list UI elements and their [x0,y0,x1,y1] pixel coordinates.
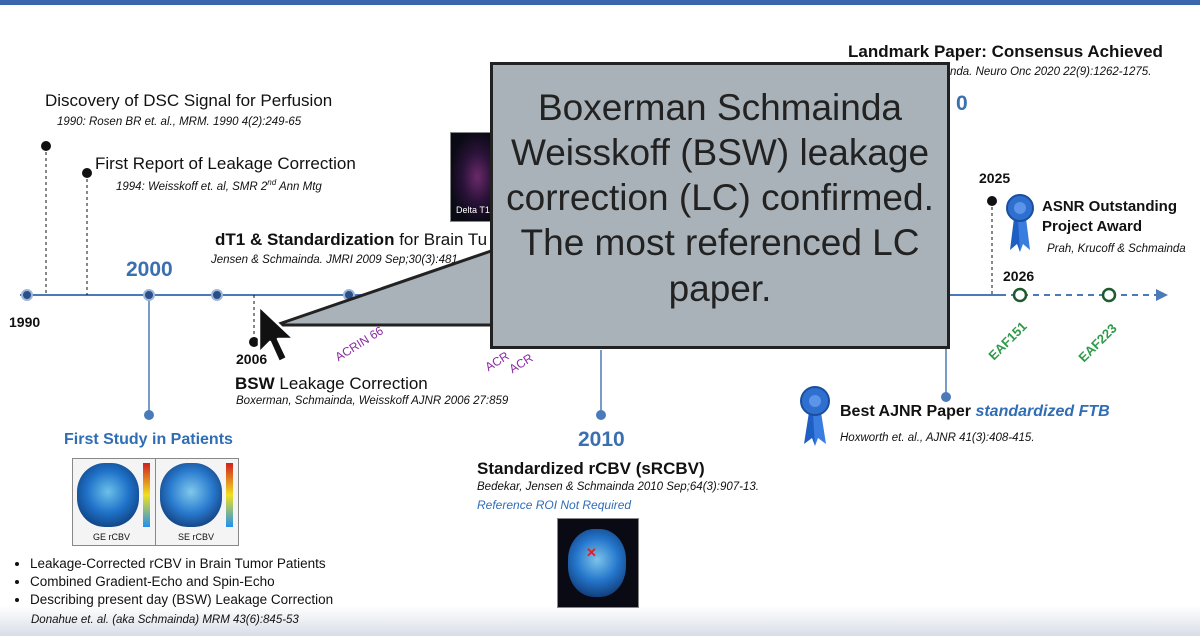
bullet-item: Describing present day (BSW) Leakage Cor… [30,592,333,607]
asnr-title-1: ASNR Outstanding [1042,198,1177,215]
ajnr-title: Best AJNR Paper standardized FTB [840,403,1110,421]
ajnr-title-italic: standardized FTB [975,403,1110,420]
ge-color-scale [143,463,150,527]
dot-2025 [987,196,997,206]
dot-2006 [249,337,259,347]
bullet-item: Combined Gradient-Echo and Spin-Echo [30,574,333,589]
landmark-title: Landmark Paper: Consensus Achieved [848,42,1163,61]
bullets-cite: Donahue et. al. (aka Schmainda) MRM 43(6… [31,614,299,626]
timeline-arrow-icon [1156,289,1168,301]
dot-2010 [596,410,606,420]
dsc-cite: 1990: Rosen BR et. al., MRM. 1990 4(2):2… [57,116,302,128]
mouse-cursor-icon [257,304,296,364]
bottom-shade [0,606,1200,636]
top-border [0,0,1200,5]
first-study-title: First Study in Patients [64,431,233,448]
marker-2003 [211,289,223,301]
callout-text: Boxerman Schmainda Weisskoff (BSW) leaka… [506,87,934,309]
dt1-title: dT1 & Standardization for Brain Tu [215,230,487,250]
leak-cite-sup: nd [267,178,277,187]
ge-rcbv-image: GE rCBV [72,458,156,546]
year-fragment: 0 [956,92,968,115]
year-2010: 2010 [578,428,625,451]
ajnr-ribbon-icon [800,386,830,446]
landmark-cite: nda. Neuro Onc 2020 22(9):1262-1275. [950,66,1152,78]
delta-t1-label: Delta T1 [456,205,490,215]
first-study-bullets: Leakage-Corrected rCBV in Brain Tumor Pa… [12,556,333,610]
srcbv-image: ✕ [557,518,639,608]
year-2026: 2026 [1003,268,1035,284]
dt1-cite: Jensen & Schmainda. JMRI 2009 Sep;30(3):… [211,254,458,266]
dot-ajnr [941,392,951,402]
se-color-scale [226,463,233,527]
bsw-title-rest: Leakage Correction [274,374,428,393]
srcbv-note: Reference ROI Not Required [477,498,632,512]
bullet-item: Leakage-Corrected rCBV in Brain Tumor Pa… [30,556,333,571]
year-1990: 1990 [9,314,41,330]
year-2006: 2006 [236,351,268,367]
se-rcbv-image: SE rCBV [155,458,239,546]
marker-1990 [21,289,33,301]
ge-brain-scan [77,463,139,527]
marker-2000 [143,289,155,301]
marker-2026 [1012,287,1028,303]
dsc-title: Discovery of DSC Signal for Perfusion [45,91,333,110]
ajnr-cite: Hoxworth et. al., AJNR 41(3):408-415. [840,432,1035,444]
bsw-title: BSW Leakage Correction [235,374,428,394]
callout-box [490,62,950,349]
delta-t1-image: Delta T1 [450,132,496,222]
asnr-ribbon-icon [1006,194,1034,252]
dt1-title-rest: for Brain Tu [394,230,488,249]
year-2000: 2000 [126,258,173,281]
year-2025: 2025 [979,170,1011,186]
se-brain-scan [160,463,222,527]
asnr-title-2: Project Award [1042,218,1143,235]
bsw-title-bold: BSW [235,374,275,393]
roi-x-icon: ✕ [586,545,597,560]
srcbv-title: Standardized rCBV (sRCBV) [477,459,705,478]
srcbv-brain-scan [568,529,626,597]
leak-cite-b: Ann Mtg [276,180,322,193]
srcbv-cite: Bedekar, Jensen & Schmainda 2010 Sep;64(… [477,481,759,493]
leak-cite-a: 1994: Weisskoff et. al, SMR 2 [116,180,268,193]
ajnr-title-main: Best AJNR Paper [840,403,976,420]
dot-first-study [144,410,154,420]
leak-cite: 1994: Weisskoff et. al, SMR 2nd Ann Mtg [116,178,322,193]
leak-title: First Report of Leakage Correction [95,154,356,173]
marker-future [1101,287,1117,303]
dt1-title-bold: dT1 & Standardization [215,230,395,249]
ge-label: GE rCBV [93,532,131,542]
bsw-cite: Boxerman, Schmainda, Weisskoff AJNR 2006… [236,395,509,407]
se-label: SE rCBV [178,532,215,542]
asnr-cite: Prah, Krucoff & Schmainda [1047,243,1186,255]
dot-dsc [41,141,51,151]
dot-leak [82,168,92,178]
